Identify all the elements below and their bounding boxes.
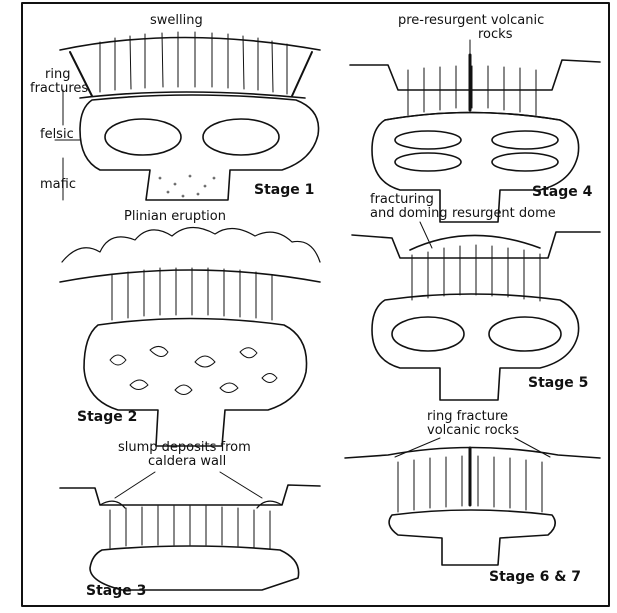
stage-4-cell-lower-left — [395, 153, 461, 171]
stage-1-ring-fracture-right — [292, 52, 312, 96]
stage-4-ground-surface — [350, 60, 600, 90]
label-felsic: felsic — [40, 128, 74, 142]
stage-1-mafic-stipple — [159, 175, 215, 197]
label-slump-deposits-line2: caldera wall — [148, 455, 226, 469]
stage-5-cell-right — [489, 317, 561, 351]
label-mafic: mafic — [40, 178, 76, 192]
stage-1-ground-surface — [60, 38, 320, 51]
pointer-slump-left — [115, 472, 155, 498]
label-stage-5: Stage 5 — [528, 376, 588, 390]
label-fracturing-line1: fracturing — [370, 193, 434, 207]
stage-4-cell-upper-right — [492, 131, 558, 149]
stage-3-panel — [60, 485, 320, 590]
label-slump-deposits-line1: slump deposits from — [118, 441, 251, 455]
label-stage-2: Stage 2 — [77, 410, 137, 424]
stage-2-ground-surface — [60, 270, 320, 282]
label-swelling: swelling — [150, 14, 203, 28]
label-pre-resurgent-line1: pre-resurgent volcanic — [398, 14, 544, 28]
label-stage-6-7: Stage 6 & 7 — [489, 570, 581, 584]
stage-6-7-ground-surface — [345, 448, 600, 459]
stage-2-eruption-cloud — [62, 227, 320, 262]
stage-2-pumice-clasts — [110, 346, 277, 394]
stage-1-convection-cell-right — [203, 119, 279, 155]
label-resurgent-dome: resurgent dome — [452, 207, 556, 221]
stage-5-cell-left — [392, 317, 464, 351]
label-stage-3: Stage 3 — [86, 584, 146, 598]
stage-1-convection-cell-left — [105, 119, 181, 155]
pointer-ring-volc-right — [515, 438, 550, 457]
label-ring-fractures-line2: fractures — [30, 82, 88, 96]
label-ring-fracture-volcanic-line1: ring fracture — [427, 410, 508, 424]
label-fracturing-line2: and doming — [370, 207, 448, 221]
stage-4-cell-lower-right — [492, 153, 558, 171]
stage-5-fracture-lines — [412, 245, 540, 301]
pointer-ring-volc-left — [395, 438, 440, 457]
label-stage-1: Stage 1 — [254, 183, 314, 197]
stage-2-fracture-lines — [112, 268, 272, 320]
label-ring-fractures-line1: ring — [45, 68, 70, 82]
label-pre-resurgent-line2: rocks — [478, 28, 512, 42]
label-ring-fracture-volcanic-line2: volcanic rocks — [427, 424, 519, 438]
label-plinian-eruption: Plinian eruption — [124, 210, 226, 224]
stage-4-cell-upper-left — [395, 131, 461, 149]
stage-1-panel — [55, 32, 320, 200]
pointer-slump-right — [220, 472, 262, 498]
stage-6-7-panel — [345, 448, 600, 566]
stage-3-ground-surface — [60, 485, 320, 505]
stage-6-7-magma-chamber — [389, 510, 555, 565]
stage-3-fracture-lines — [110, 506, 270, 549]
stage-2-magma-chamber — [84, 319, 307, 447]
label-stage-4: Stage 4 — [532, 185, 592, 199]
